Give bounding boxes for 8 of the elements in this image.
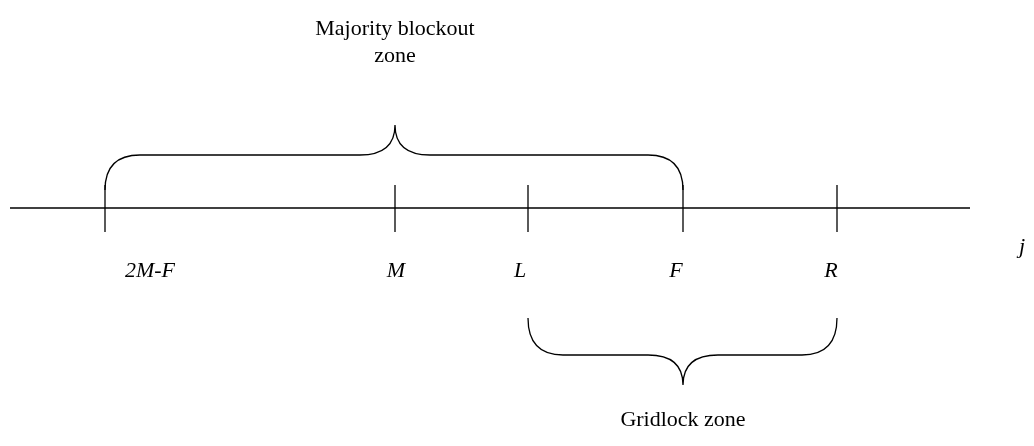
point-label: M: [385, 256, 407, 283]
axis-label: j: [1015, 232, 1027, 259]
point-label: L: [512, 256, 528, 283]
point-label: R: [823, 256, 839, 283]
zone-label: Gridlock zone: [619, 405, 747, 432]
zone-label: Majority blockout zone: [314, 14, 476, 68]
point-label: F: [668, 256, 684, 283]
point-label: 2M-F: [123, 256, 177, 283]
